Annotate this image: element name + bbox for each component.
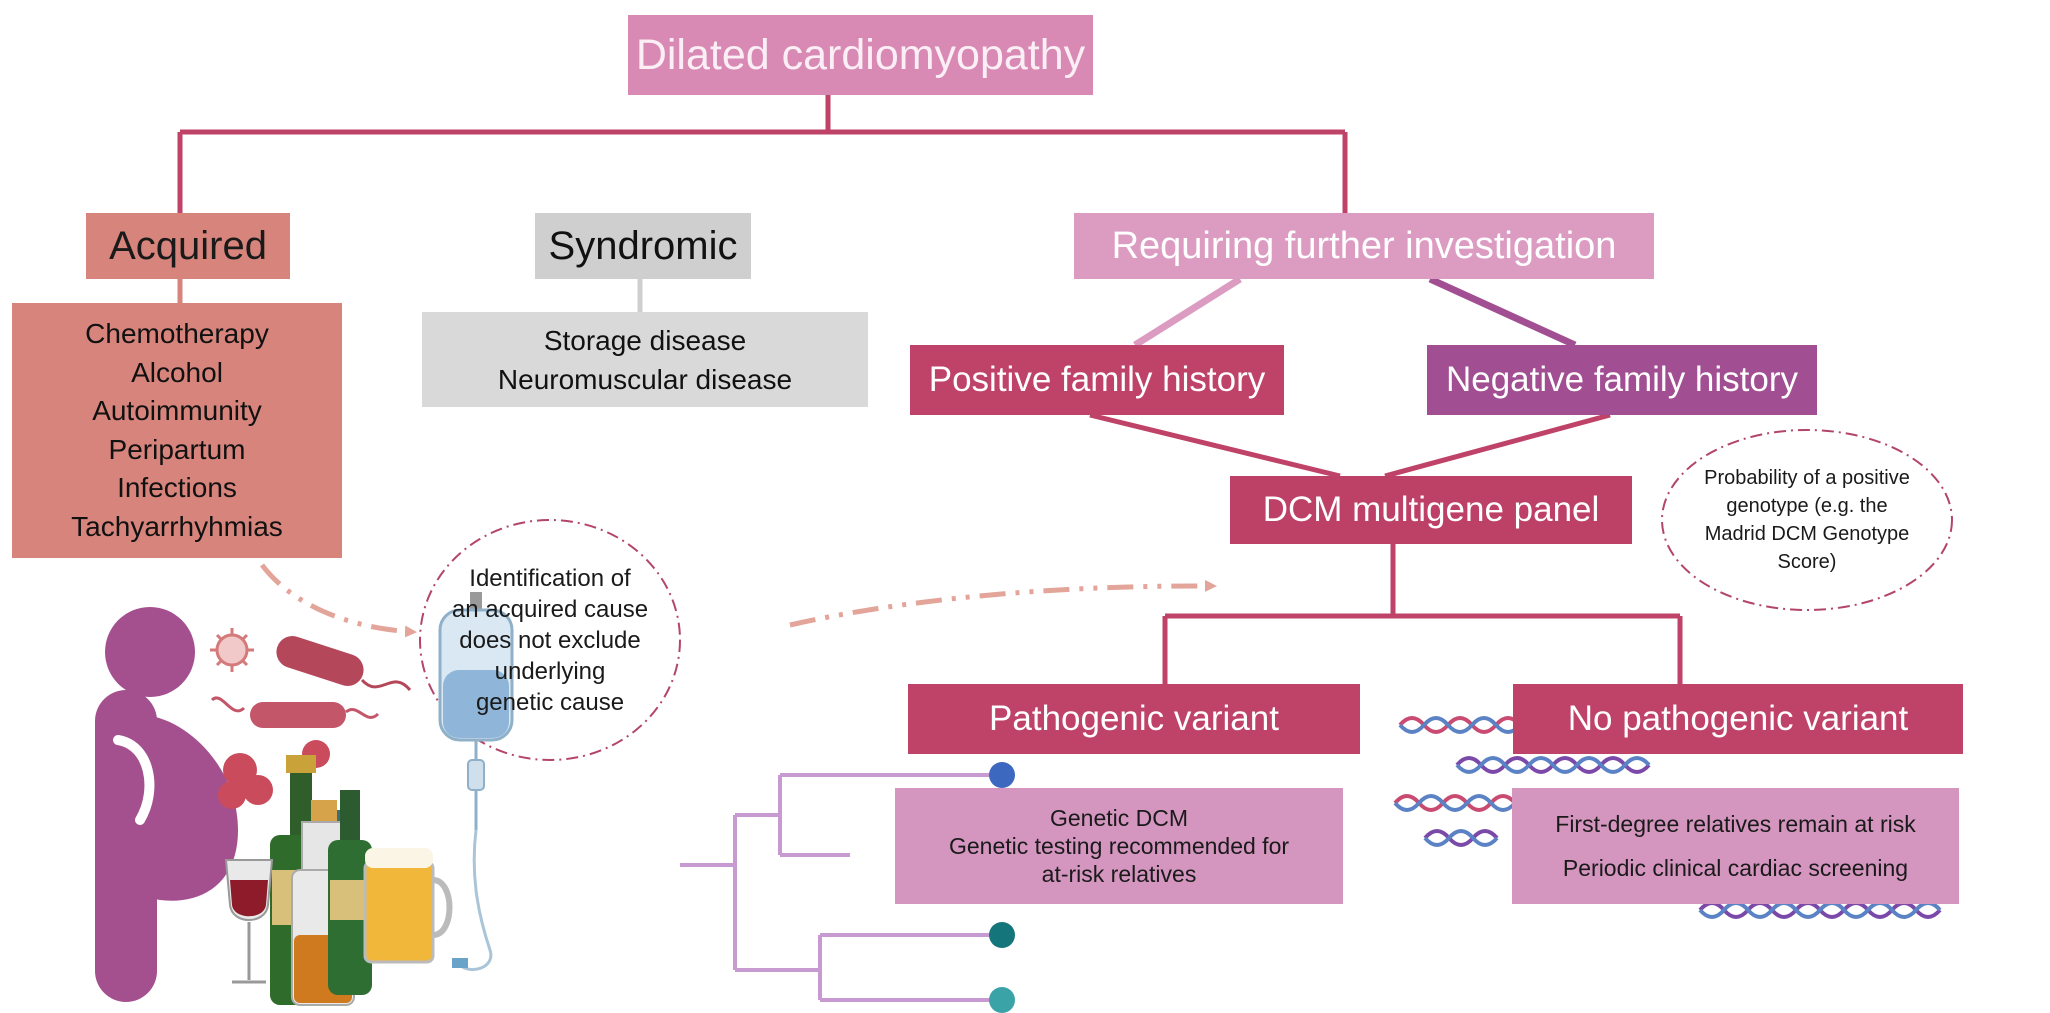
note-line: underlying <box>494 657 606 685</box>
outcome-line: Periodic clinical cardiac screening <box>1562 854 1909 881</box>
note-line: Probability of a positive <box>1704 467 1910 489</box>
note-line: Madrid DCM Genotype <box>1704 523 1910 545</box>
cause-item: Storage disease <box>543 324 747 356</box>
pregnant-person-icon <box>95 607 238 1002</box>
cause-item: Autoimmunity <box>92 395 262 426</box>
note-line: Score) <box>1777 551 1837 573</box>
iv-bag-icon <box>438 592 514 971</box>
note-line: Identification of <box>469 564 631 592</box>
dna-helix-icon <box>1393 716 1942 919</box>
cause-item: Tachyarrhyhmias <box>71 510 283 542</box>
virus-icon <box>218 740 330 809</box>
virus-icon <box>210 628 254 672</box>
cause-item: Chemotherapy <box>85 318 269 349</box>
cause-item: Neuromuscular disease <box>497 363 793 395</box>
genetic-dcm-box: Genetic DCM Genetic testing recommended … <box>895 788 1343 904</box>
family-tree-node <box>989 987 1015 1013</box>
relatives-at-risk-box: First-degree relatives remain at risk Pe… <box>1512 788 1959 904</box>
pathogenic-variant-box: Pathogenic variant <box>908 684 1360 754</box>
outcome-line: First-degree relatives remain at risk <box>1555 810 1916 837</box>
outcome-line: Genetic DCM <box>1049 805 1189 831</box>
bacteria-icon <box>210 636 412 728</box>
dashed-arrows <box>260 563 1217 638</box>
no-pathogenic-variant-box: No pathogenic variant <box>1513 684 1963 754</box>
acquired-causes-list: Chemotherapy Alcohol Autoimmunity Peripa… <box>12 303 342 558</box>
probability-note-text: Probability of a positive genotype (e.g.… <box>1662 430 1952 610</box>
note-line: does not exclude <box>459 626 641 654</box>
note-line: an acquired cause <box>451 595 649 623</box>
multigene-panel-box: DCM multigene panel <box>1230 476 1632 544</box>
cause-item: Peripartum <box>108 433 246 465</box>
positive-family-history-box: Positive family history <box>910 345 1284 415</box>
syndromic-box: Syndromic <box>535 213 751 279</box>
family-tree-icon <box>680 773 1000 1002</box>
further-investigation-box: Requiring further investigation <box>1074 213 1654 279</box>
diagram-title: Dilated cardiomyopathy <box>628 15 1093 95</box>
negative-family-history-box: Negative family history <box>1427 345 1817 415</box>
syndromic-causes-list: Storage disease Neuromuscular disease <box>422 312 868 407</box>
acquired-box: Acquired <box>86 213 290 279</box>
connector-lines <box>177 95 1683 684</box>
alcohol-bottles-icon <box>224 755 453 1006</box>
cause-item: Infections <box>117 472 237 503</box>
cause-item: Alcohol <box>131 356 223 388</box>
acquired-note-text: Identification of an acquired cause does… <box>420 520 680 760</box>
probability-note-bubble <box>1661 429 1953 611</box>
family-tree-node <box>989 922 1015 948</box>
outcome-line: Genetic testing recommended for <box>948 833 1290 859</box>
family-tree-node <box>989 762 1015 788</box>
note-line: genetic cause <box>475 688 625 716</box>
note-line: genotype (e.g. the <box>1726 495 1888 517</box>
outcome-line: at-risk relatives <box>1041 861 1197 887</box>
